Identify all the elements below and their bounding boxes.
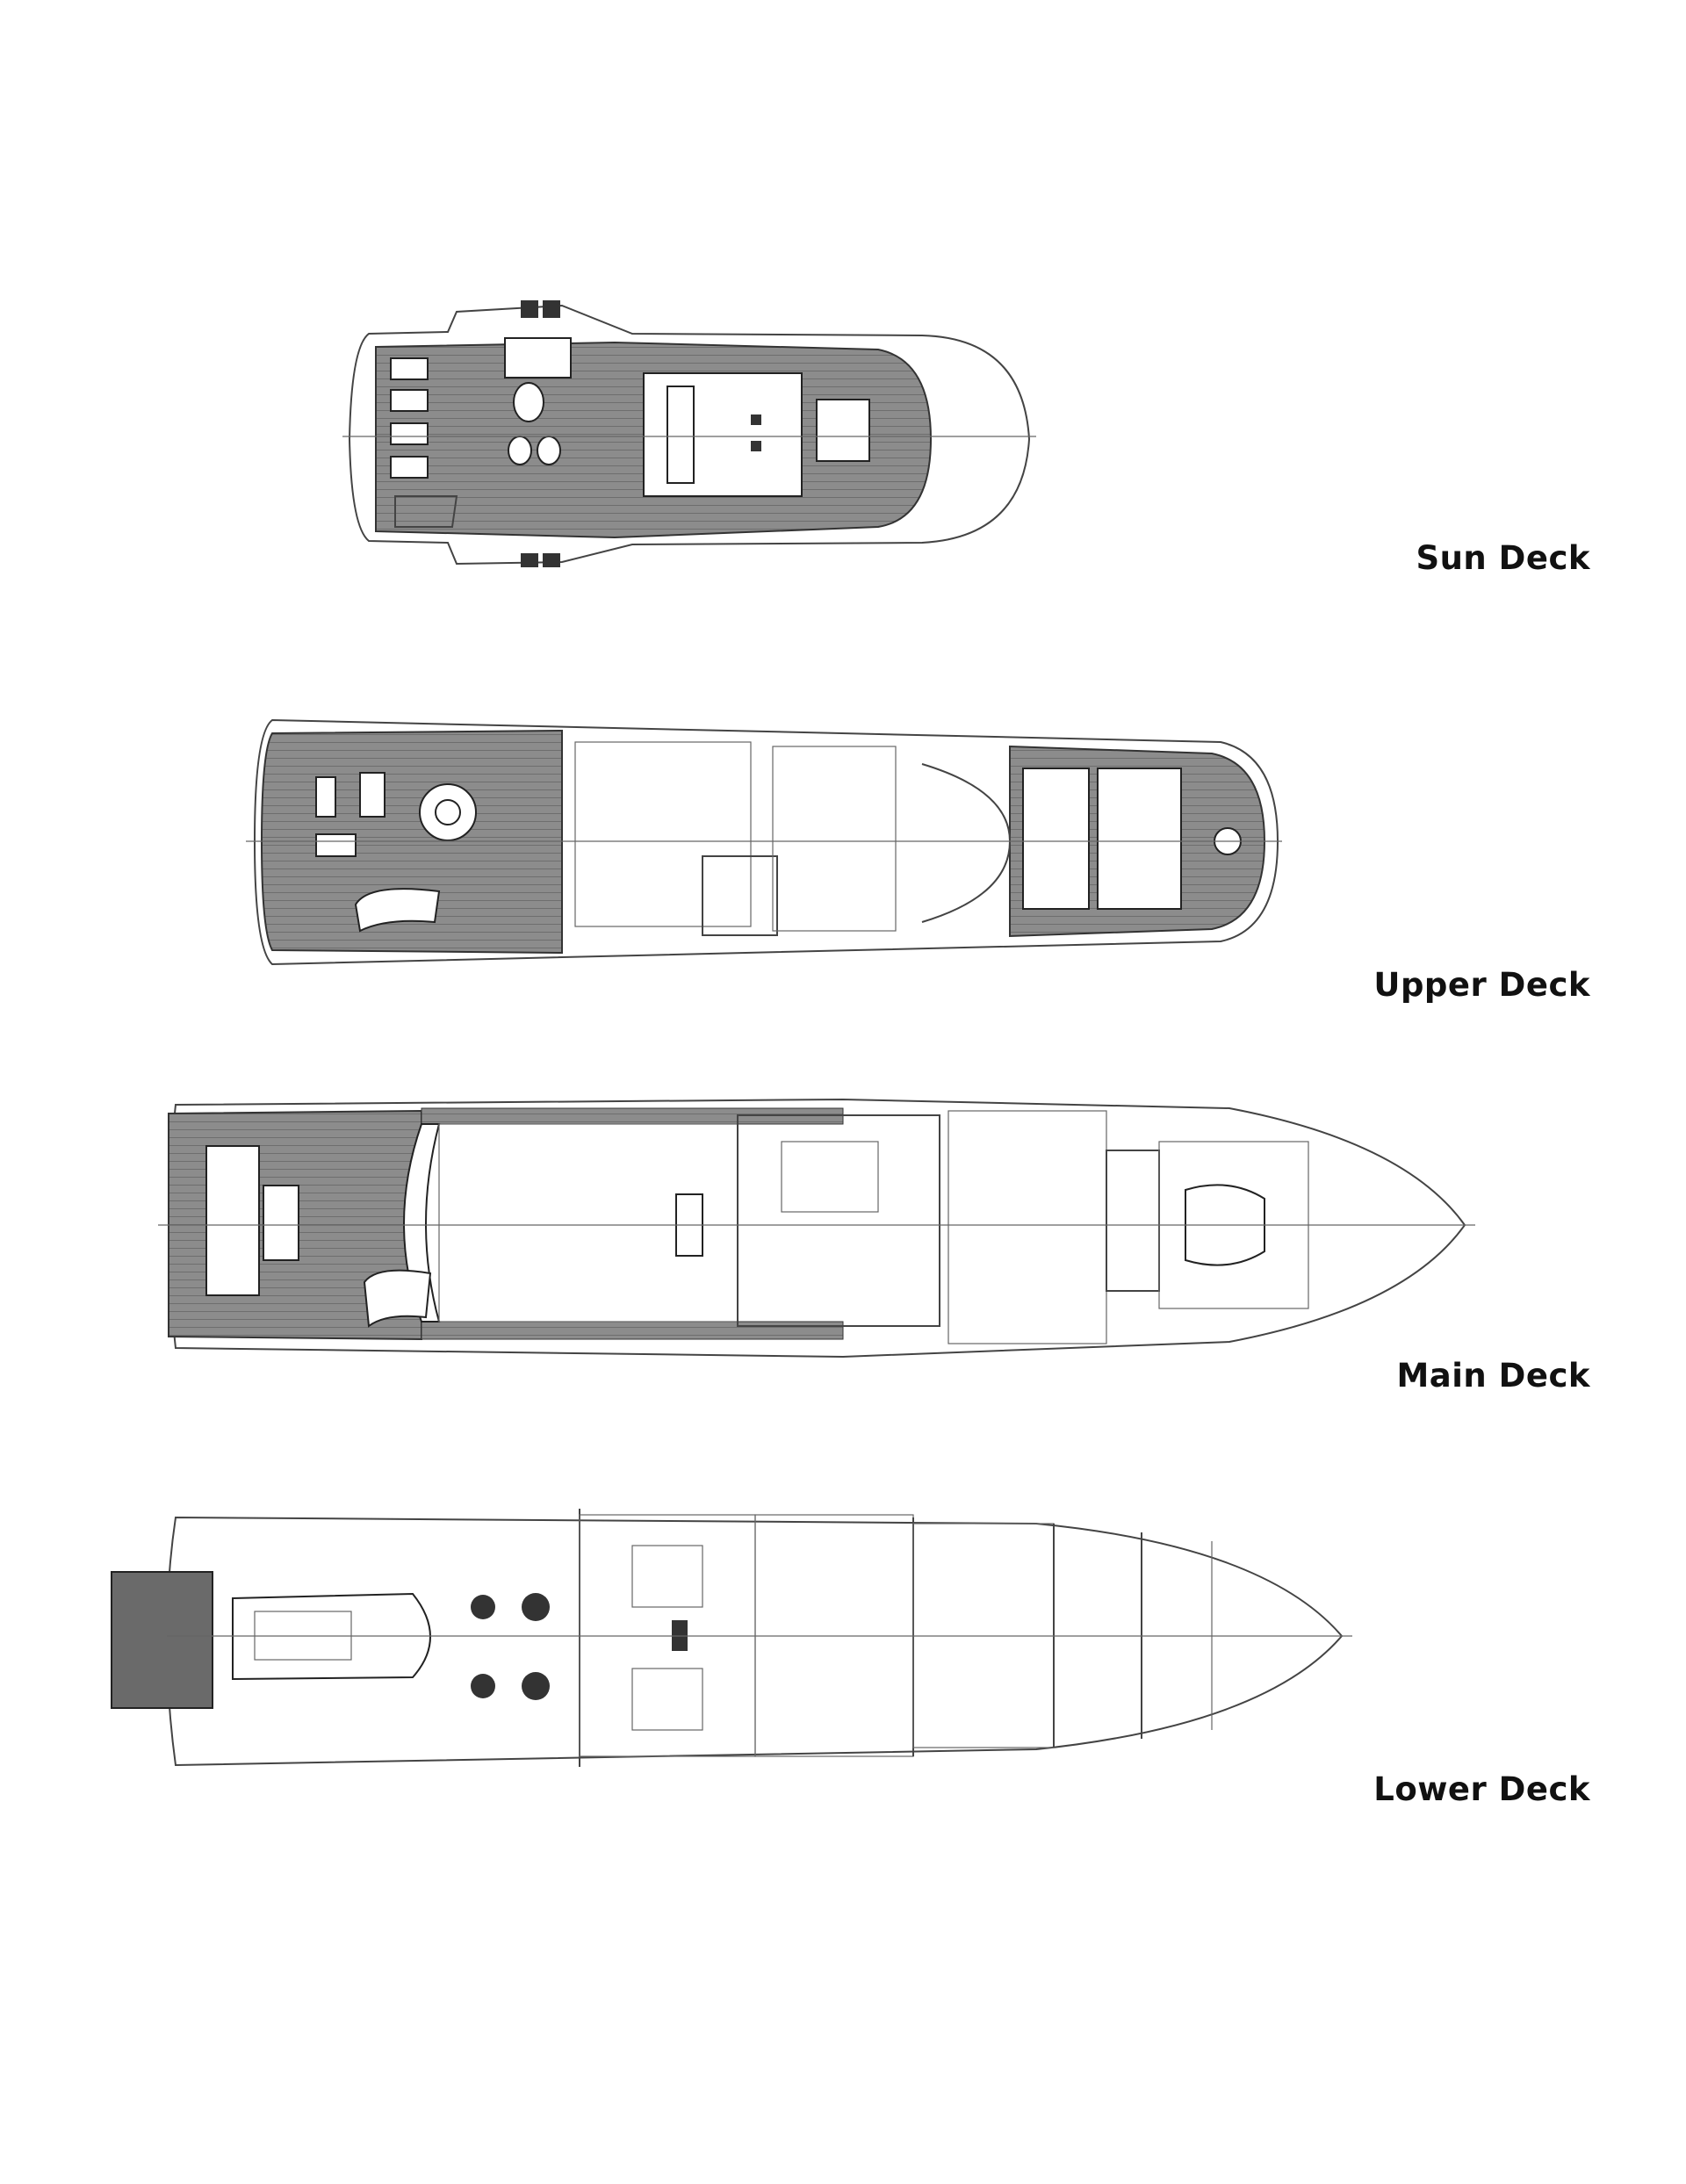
- sun-deck-plan: [342, 300, 1036, 567]
- main-deck-label: Main Deck: [1396, 1357, 1590, 1395]
- main-deck-plan: [158, 1098, 1475, 1359]
- upper-deck-label: Upper Deck: [1373, 966, 1590, 1004]
- sun-deck-label: Sun Deck: [1416, 539, 1590, 577]
- lower-deck-label: Lower Deck: [1373, 1770, 1590, 1808]
- swim-platform: [111, 1571, 213, 1709]
- lower-deck-plan: [111, 1509, 1352, 1767]
- upper-deck-plan: [246, 718, 1282, 966]
